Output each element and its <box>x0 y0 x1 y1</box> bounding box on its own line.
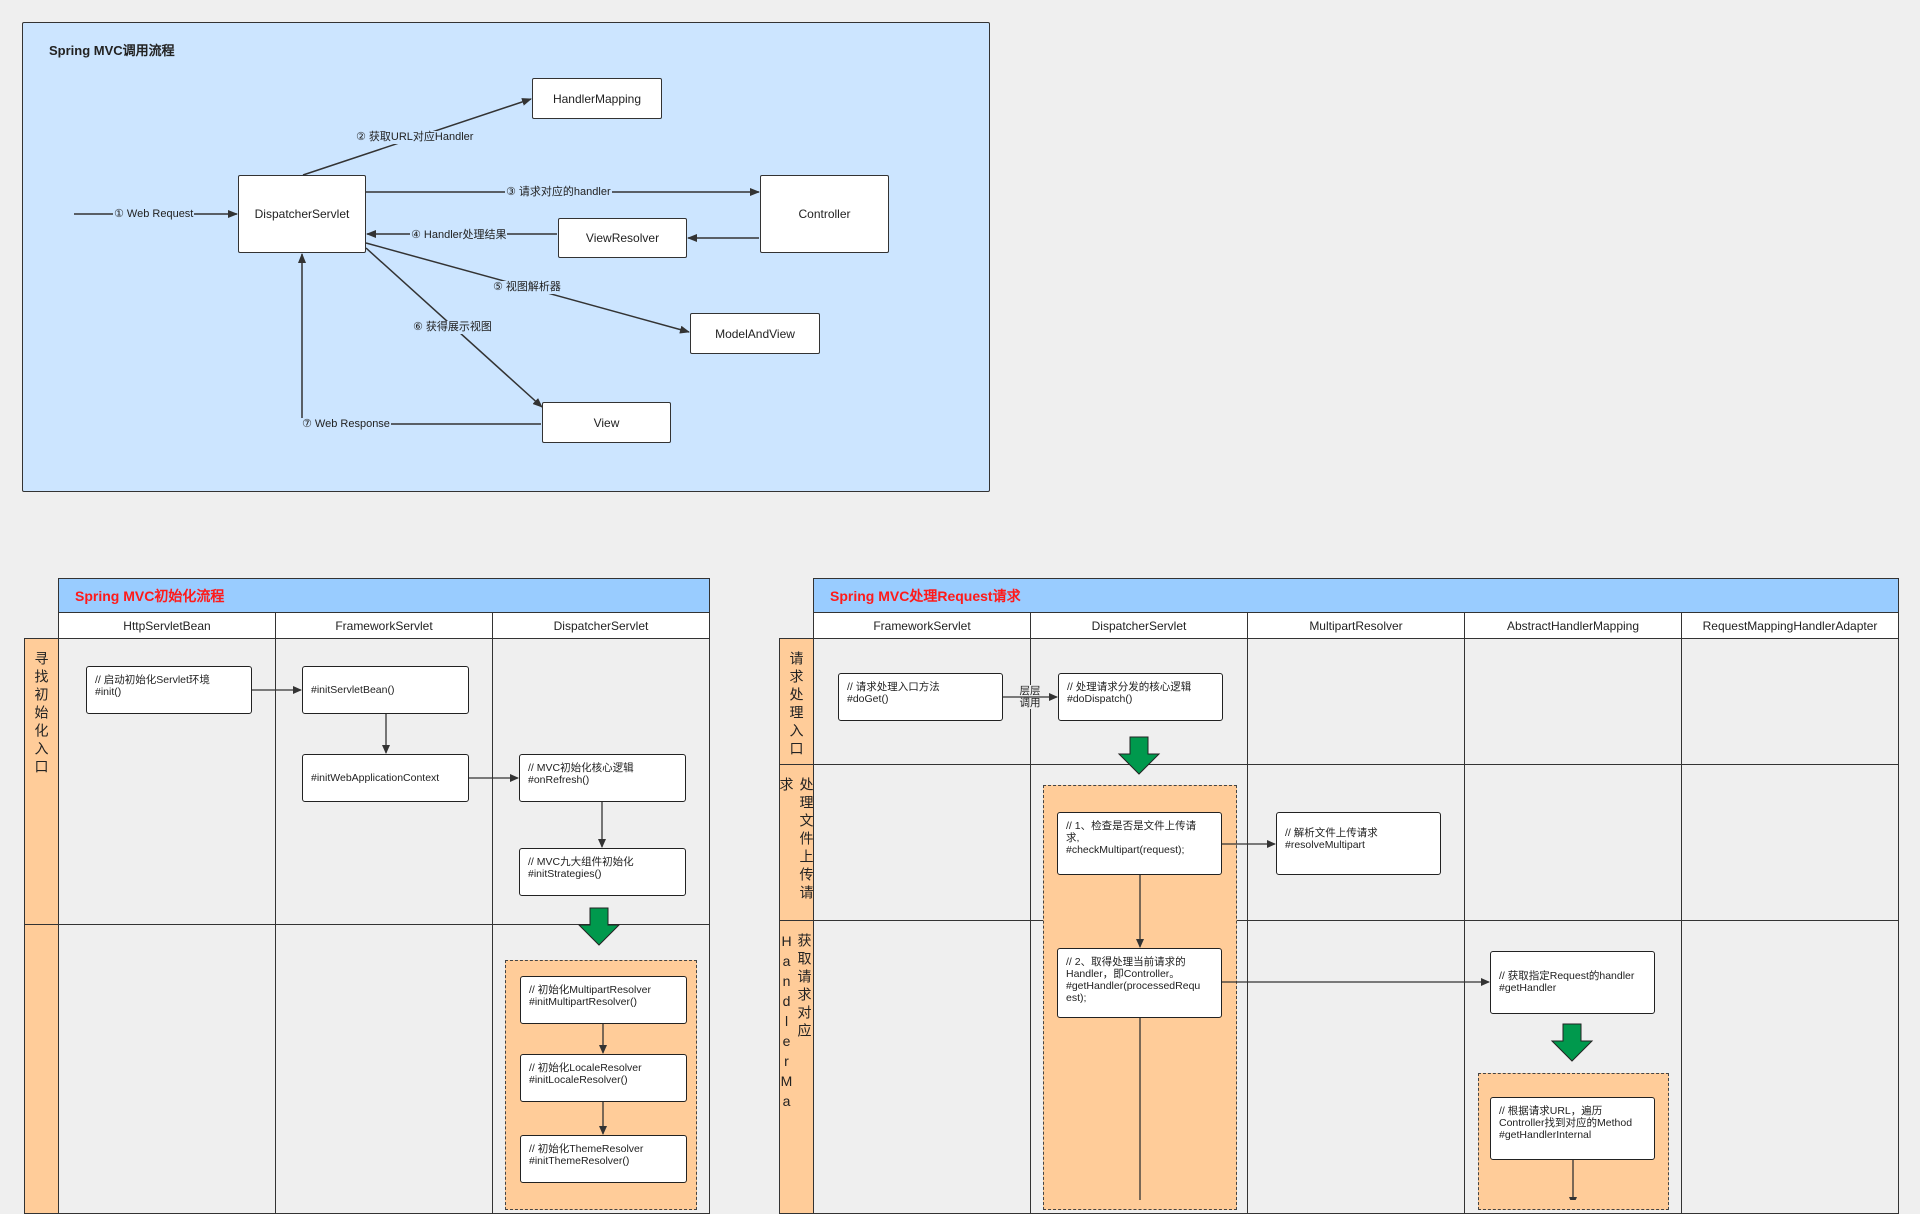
req-box-resolve-multipart: // 解析文件上传请求 #resolveMultipart <box>1276 812 1441 875</box>
node-handler-mapping: HandlerMapping <box>532 78 662 119</box>
req-cell <box>1247 638 1465 765</box>
init-box-multipart-resolver: // 初始化MultipartResolver #initMultipartRe… <box>520 976 687 1024</box>
req-box-get-handler-dispatch: // 2、取得处理当前请求的 Handler，即Controller。 #get… <box>1057 948 1222 1018</box>
init-row-label-components <box>24 924 59 1214</box>
req-cell <box>1681 638 1899 765</box>
node-controller: Controller <box>760 175 889 253</box>
req-cell <box>1681 764 1899 921</box>
edge-label-get-view: ⑥ 获得展示视图 <box>412 321 493 334</box>
green-down-arrow-init <box>577 907 621 946</box>
init-box-init: // 启动初始化Servlet环境 #init() <box>86 666 252 714</box>
req-box-get-handler: // 获取指定Request的handler #getHandler <box>1490 951 1655 1014</box>
request-swimlane-header: Spring MVC处理Request请求 <box>813 578 1899 613</box>
req-cell <box>1681 920 1899 1214</box>
edge-label-request-handler: ③ 请求对应的handler <box>505 186 612 199</box>
edge-label-web-response: ⑦ Web Response <box>301 418 391 431</box>
edge-label-view-resolver: ⑤ 视图解析器 <box>492 281 562 294</box>
req-box-check-multipart: // 1、检查是否是文件上传请 求, #checkMultipart(reque… <box>1057 812 1222 875</box>
init-box-theme-resolver: // 初始化ThemeResolver #initThemeResolver() <box>520 1135 687 1183</box>
req-box-get-handler-internal: // 根据请求URL，遍历 Controller找到对应的Method #get… <box>1490 1097 1655 1160</box>
init-row-label-entry: 寻找初始化入口 <box>24 638 59 925</box>
req-cell <box>1464 638 1682 765</box>
node-model-and-view: ModelAndView <box>690 313 820 354</box>
edge-label-handler-result: ④ Handler处理结果 <box>410 229 508 242</box>
call-flow-panel <box>22 22 990 492</box>
init-box-on-refresh: // MVC初始化核心逻辑 #onRefresh() <box>519 754 686 802</box>
req-row-label-entry: 请求处理入口 <box>779 638 814 765</box>
node-view: View <box>542 402 671 443</box>
req-col-requestmappinghandleradapter: RequestMappingHandlerAdapter <box>1681 612 1899 639</box>
req-col-frameworkservlet: FrameworkServlet <box>813 612 1031 639</box>
edge-label-get-handler: ② 获取URL对应Handler <box>355 131 475 144</box>
req-cell <box>1247 920 1465 1214</box>
init-cell <box>275 924 493 1214</box>
node-view-resolver: ViewResolver <box>558 218 687 258</box>
req-row-label-handler: 获取请求对应HandlerMa <box>779 920 814 1214</box>
green-down-arrow-handler <box>1550 1023 1594 1062</box>
init-box-init-servlet-bean: #initServletBean() <box>302 666 469 714</box>
call-flow-title: Spring MVC调用流程 <box>49 43 175 58</box>
init-box-init-strategies: // MVC九大组件初始化 #initStrategies() <box>519 848 686 896</box>
edge-label-web-request: ① Web Request <box>113 208 195 221</box>
init-box-init-web-app-context: #initWebApplicationContext <box>302 754 469 802</box>
req-box-do-dispatch: // 处理请求分发的核心逻辑 #doDispatch() <box>1058 673 1223 721</box>
req-box-do-get: // 请求处理入口方法 #doGet() <box>838 673 1003 721</box>
green-down-arrow-dispatch <box>1117 736 1161 775</box>
init-box-locale-resolver: // 初始化LocaleResolver #initLocaleResolver… <box>520 1054 687 1102</box>
node-dispatcher-servlet: DispatcherServlet <box>238 175 366 253</box>
init-col-dispatcherservlet: DispatcherServlet <box>492 612 710 639</box>
req-row-label-upload: 处理文件上传请求 <box>779 764 815 921</box>
init-cell <box>58 924 276 1214</box>
init-col-frameworkservlet: FrameworkServlet <box>275 612 493 639</box>
